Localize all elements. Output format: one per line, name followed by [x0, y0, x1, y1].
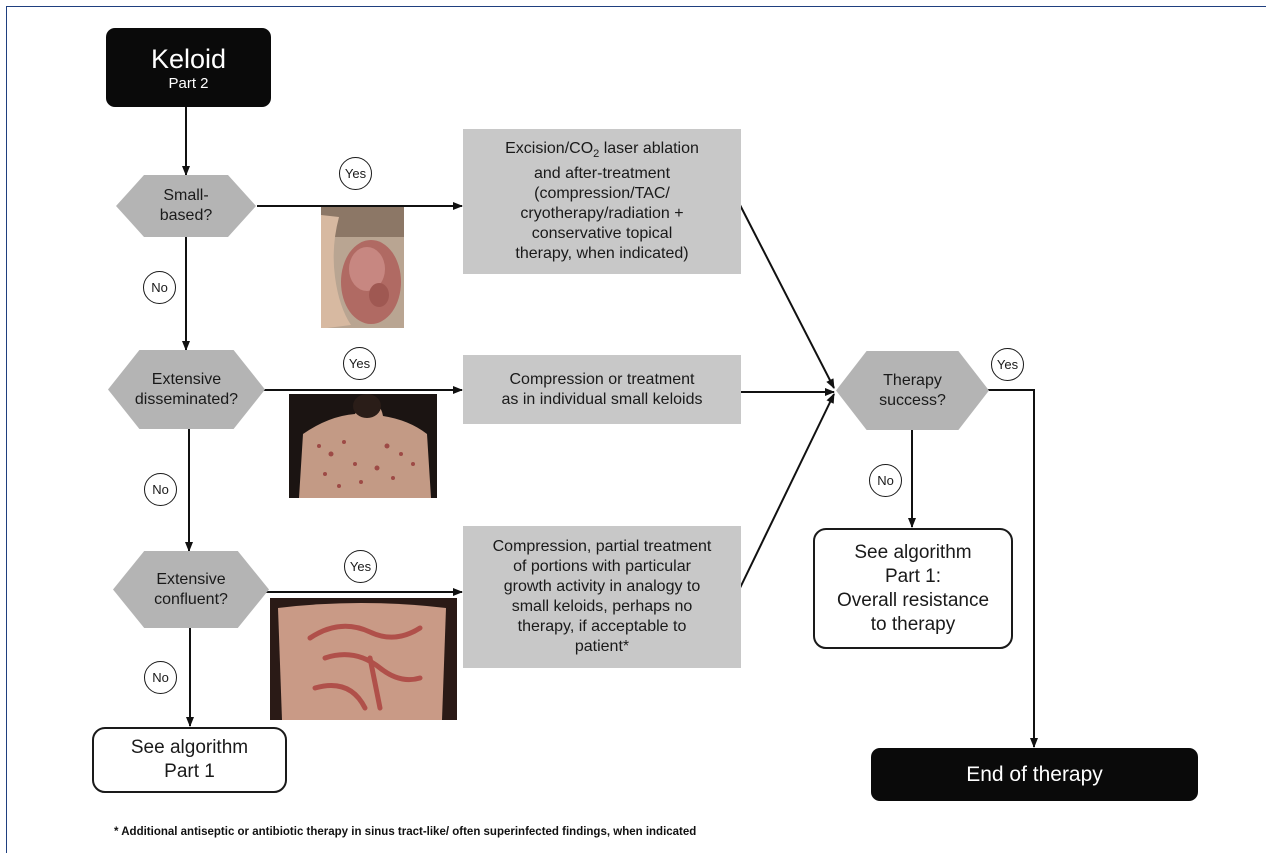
yes-label-success: Yes	[991, 348, 1024, 381]
keloid-start-box: Keloid Part 2	[106, 28, 271, 107]
ear-keloid-photo	[321, 207, 404, 328]
start-subtitle: Part 2	[168, 75, 208, 93]
start-title: Keloid	[151, 43, 226, 75]
torso-keloids-photo	[270, 598, 457, 720]
decision-disseminated-label: Extensive disseminated?	[135, 370, 238, 410]
decision-success-label: Therapy success?	[879, 371, 946, 411]
decision-small-based: Small- based?	[116, 175, 256, 237]
back-keloids-photo	[289, 394, 437, 498]
treatment-excision-text: Excision/CO2 laser ablation and after-tr…	[505, 139, 699, 264]
outcome-left-text: See algorithm Part 1	[131, 736, 248, 784]
outcome-see-part1-left: See algorithm Part 1	[92, 727, 287, 793]
treatment-excision-box: Excision/CO2 laser ablation and after-tr…	[463, 129, 741, 274]
no-label-disseminated: No	[144, 473, 177, 506]
footnote: * Additional antiseptic or antibiotic th…	[114, 826, 696, 838]
decision-confluent-label: Extensive confluent?	[154, 570, 228, 610]
treatment-partial-text: Compression, partial treatment of portio…	[493, 537, 712, 657]
decision-small-based-label: Small- based?	[160, 186, 213, 226]
decision-therapy-success: Therapy success?	[836, 351, 989, 430]
no-label-success: No	[869, 464, 902, 497]
treatment-partial-box: Compression, partial treatment of portio…	[463, 526, 741, 668]
arrow-excision-to-success	[740, 205, 834, 388]
no-label-confluent: No	[144, 661, 177, 694]
outcome-right-text: See algorithm Part 1: Overall resistance…	[837, 541, 989, 637]
yes-label-small: Yes	[339, 157, 372, 190]
end-of-therapy-box: End of therapy	[871, 748, 1198, 801]
treatment-compression-box: Compression or treatment as in individua…	[463, 355, 741, 424]
treatment-compression-text: Compression or treatment as in individua…	[502, 370, 703, 410]
decision-extensive-confluent: Extensive confluent?	[113, 551, 269, 628]
end-of-therapy-text: End of therapy	[966, 763, 1103, 787]
yes-label-confluent: Yes	[344, 550, 377, 583]
yes-label-disseminated: Yes	[343, 347, 376, 380]
excision-text-pre: Excision/CO	[505, 140, 593, 157]
decision-extensive-disseminated: Extensive disseminated?	[108, 350, 265, 429]
excision-text-post: laser ablation and after-treatment (comp…	[515, 140, 698, 262]
outcome-see-part1-right: See algorithm Part 1: Overall resistance…	[813, 528, 1013, 649]
no-label-small: No	[143, 271, 176, 304]
